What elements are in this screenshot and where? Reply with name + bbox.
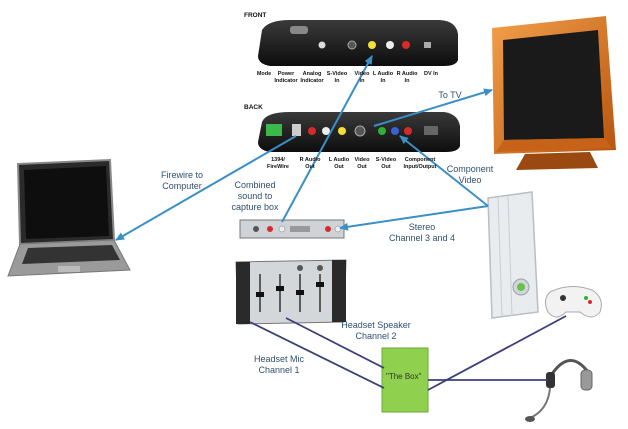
front-port-label: Video In [354, 71, 370, 84]
wire-group [249, 315, 567, 391]
capture-box-front [258, 20, 458, 66]
capture-box-back [258, 112, 460, 152]
front-port-label: S-Video In [326, 71, 348, 84]
headset-speaker-label: Headset Speaker Channel 2 [341, 320, 411, 341]
to-tv-label: To TV [438, 90, 462, 100]
xbox-controller [544, 286, 602, 318]
wire-speaker-channel-2 [285, 317, 385, 369]
combined-sound-label: Combined sound to capture box [231, 180, 279, 212]
arrow-combined-sound [281, 55, 373, 223]
the-box-label: "The Box" [386, 372, 422, 381]
front-port-label: Power Indicator [274, 71, 298, 84]
wire-mic-channel-1 [249, 321, 385, 389]
arrow-stereo [339, 205, 489, 231]
back-port-label: Component Input/Output [403, 157, 437, 170]
stereo-label: Stereo Channel 3 and 4 [388, 222, 456, 243]
laptop [7, 158, 131, 277]
back-header: BACK [244, 104, 263, 111]
front-port-label: DV In [423, 71, 439, 77]
television [492, 16, 616, 170]
front-port-label: R Audio In [396, 71, 418, 84]
the-box [381, 347, 429, 413]
stereo-adapter [239, 219, 345, 239]
audio-mixer [235, 259, 347, 325]
back-port-label: Video Out [354, 157, 370, 170]
back-port-label: S-Video Out [375, 157, 397, 170]
back-port-label: 1394/ FireWire [267, 157, 289, 170]
wire-box-to-controller [427, 315, 567, 391]
front-port-label: Analog Indicator [300, 71, 324, 84]
back-port-label: R Audio Out [299, 157, 321, 170]
front-port-label: L Audio In [372, 71, 394, 84]
headset [525, 359, 593, 422]
back-port-label: L Audio Out [328, 157, 350, 170]
arrow-group [115, 55, 493, 241]
firewire-label: Firewire to Computer [160, 170, 203, 191]
arrow-to-tv [373, 88, 493, 127]
headset-mic-label: Headset Mic Channel 1 [253, 354, 305, 375]
arrow-firewire-to-computer [115, 135, 297, 241]
front-header: FRONT [244, 12, 267, 19]
component-video-label: Component Video [446, 164, 494, 185]
arrow-component-video [399, 135, 489, 207]
front-port-label: Mode [256, 71, 272, 77]
xbox-console [487, 191, 539, 319]
